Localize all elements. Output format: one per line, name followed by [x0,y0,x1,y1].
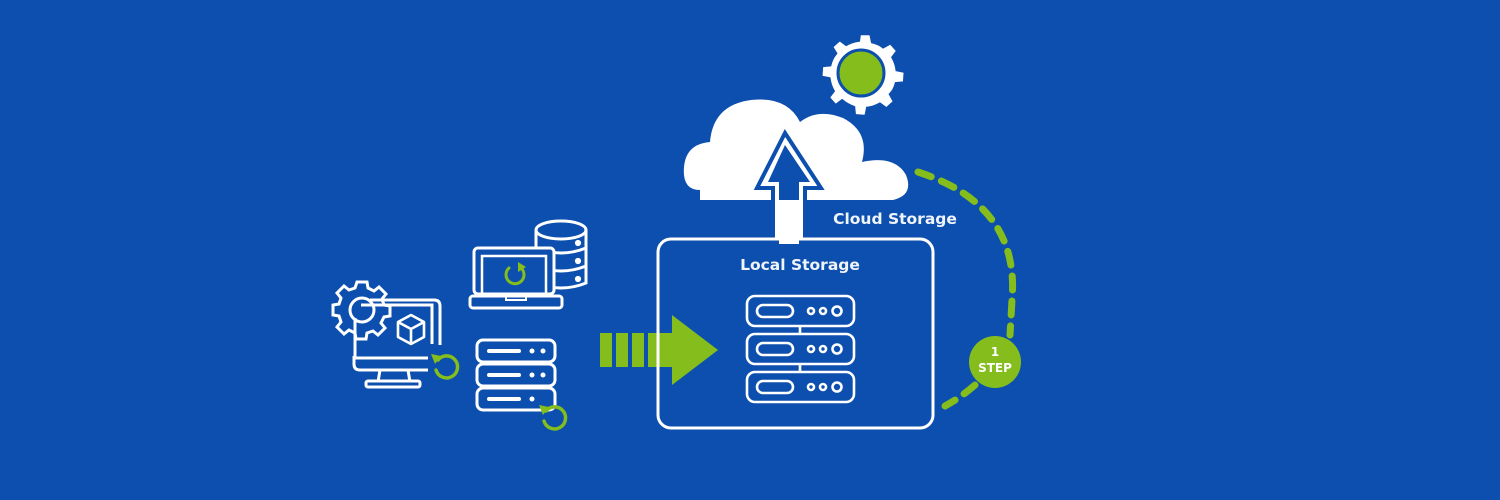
database-icon [534,219,588,290]
step-word: STEP [978,361,1012,375]
server-rack-icon [745,294,856,404]
local-storage-box: Local Storage [656,237,935,430]
restore-icon [431,354,460,380]
restore-icon [504,262,526,286]
monitor-icon [352,298,442,389]
arrow-up-icon [753,129,825,244]
restore-icon [539,405,568,431]
local-storage-label: Local Storage [740,256,860,274]
server-rack-icon [475,338,557,412]
gear-icon [819,32,908,119]
cloud-storage-label: Cloud Storage [833,210,957,228]
step-badge: 1 STEP [969,336,1021,388]
arrow-right-icon [600,315,718,385]
laptop-icon [468,246,564,310]
workstation-group [331,280,460,389]
cube-icon [396,313,426,346]
gear-icon [331,280,392,341]
step-number: 1 [991,345,999,359]
laptop-database-group [468,219,588,310]
dashed-flow-path [914,168,1017,410]
